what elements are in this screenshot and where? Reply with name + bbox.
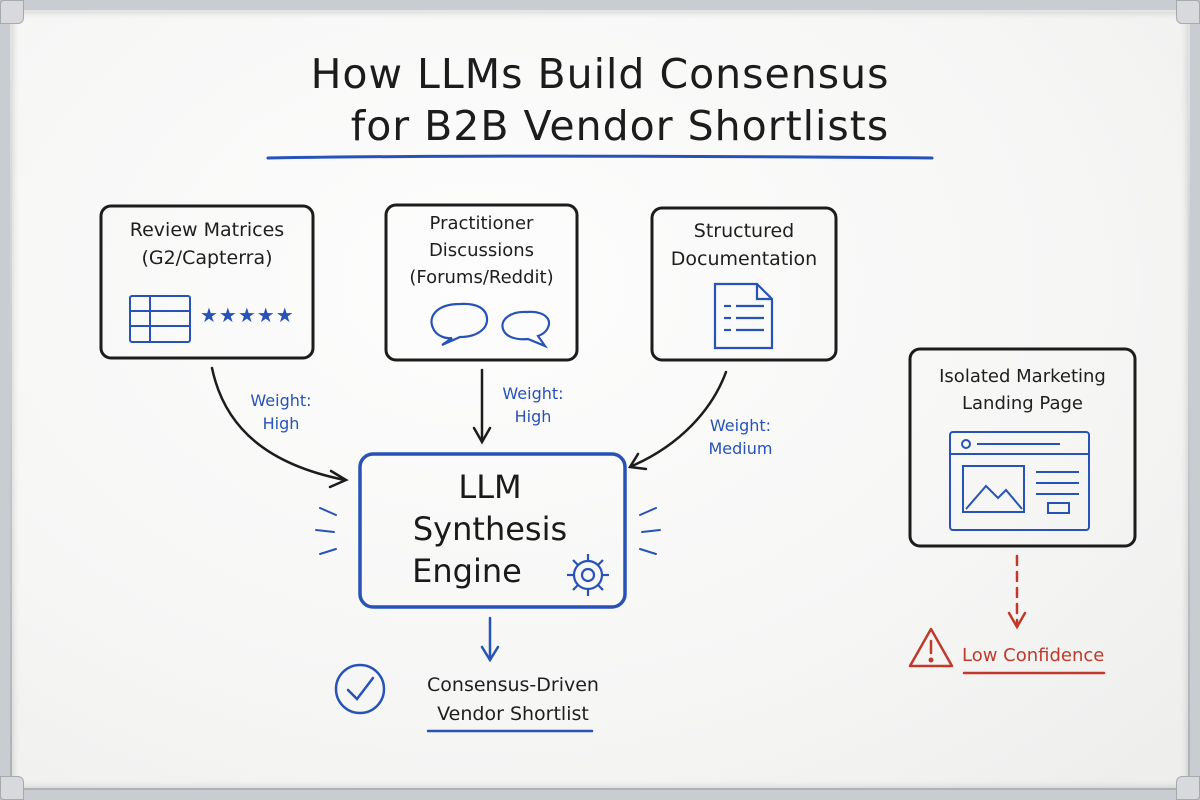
source-box-review-matrices [99, 204, 315, 360]
arrow-documentation-to-engine [630, 370, 728, 468]
whiteboard-surface [12, 12, 1188, 788]
weight-label: Weight: [250, 391, 312, 410]
source-label-line: Review Matrices [129, 219, 285, 241]
source-box-practitioner-discussions [384, 203, 579, 362]
source-label-practitioner-discussions: Practitioner Discussions (Forums/Reddit) [386, 210, 577, 291]
source-box-structured-documentation [650, 206, 838, 362]
weight-value: Medium [708, 439, 773, 458]
weight-value: High [514, 407, 552, 426]
isolated-label: Isolated Marketing Landing Page [910, 363, 1135, 417]
arrowhead [328, 469, 349, 489]
source-label-line: Documentation [670, 248, 818, 270]
engine-label: LLM Synthesis Engine [380, 466, 600, 592]
low-confidence-label: Low Confidence [962, 645, 1105, 666]
speech-bubbles-icon [430, 302, 551, 349]
weight-note-review: Weight: High [236, 389, 326, 435]
engine-label-line: Engine [412, 552, 522, 590]
warning-icon [908, 627, 954, 668]
source-label-line: Structured [693, 220, 795, 242]
isolated-label-line: Isolated Marketing [939, 366, 1106, 387]
title-underline [266, 154, 934, 160]
five-stars-rating: ★★★★★ [200, 303, 295, 327]
isolated-box [908, 347, 1137, 548]
landing-page-icon [949, 431, 1090, 531]
engine-label-line: Synthesis [412, 510, 568, 548]
document-icon [713, 282, 774, 350]
engine-label-line: LLM [458, 468, 522, 506]
arrowhead [480, 645, 500, 663]
source-label-line: (Forums/Reddit) [409, 267, 554, 288]
source-label-line: Discussions [428, 240, 535, 261]
isolated-label-line: Landing Page [961, 393, 1084, 414]
source-label-line: (G2/Capterra) [141, 247, 273, 269]
source-label-line: Practitioner [429, 213, 534, 234]
frame-corner [0, 776, 24, 800]
engine-emphasis-marks [315, 507, 661, 555]
weight-label: Weight: [502, 384, 564, 403]
source-label-structured-documentation: Structured Documentation [652, 217, 836, 273]
output-label-line: Consensus-Driven [427, 674, 599, 696]
output-label-line: Vendor Shortlist [437, 703, 589, 725]
arrow-review-to-engine [210, 366, 347, 482]
frame-corner [0, 0, 24, 24]
output-label: Consensus-Driven Vendor Shortlist [408, 671, 618, 729]
weight-note-documentation: Weight: Medium [693, 414, 788, 460]
arrowhead [627, 452, 648, 471]
check-circle-icon [334, 663, 386, 715]
engine-box [358, 452, 627, 609]
source-label-review-matrices: Review Matrices (G2/Capterra) [101, 216, 313, 272]
weight-note-discussions: Weight: High [488, 382, 578, 428]
page-title-line-1: How LLMs Build Consensus [310, 50, 890, 98]
page-title-line-2: for B2B Vendor Shortlists [350, 102, 890, 150]
weight-value: High [262, 414, 300, 433]
gear-icon [567, 554, 609, 596]
arrowhead [472, 426, 492, 445]
grid-table-icon [129, 295, 191, 343]
arrowhead [1007, 611, 1027, 630]
weight-label: Weight: [709, 416, 772, 435]
frame-corner [1176, 0, 1200, 24]
